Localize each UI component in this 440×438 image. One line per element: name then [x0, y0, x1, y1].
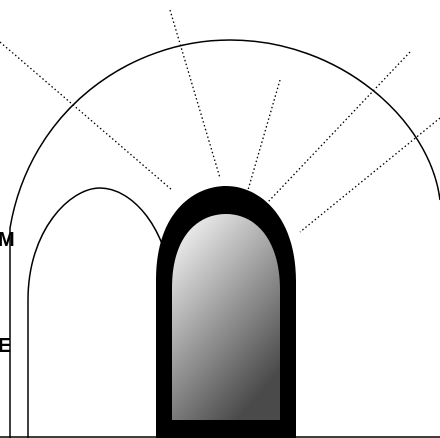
ray-2	[170, 10, 220, 178]
ray-3	[248, 80, 280, 190]
ray-4	[268, 52, 410, 202]
ray-1	[0, 42, 172, 190]
edge-letter-top: M	[0, 230, 15, 250]
gradient-arch-opening	[172, 214, 280, 420]
left-arch	[28, 188, 172, 438]
edge-letter-bottom: E	[0, 336, 11, 356]
ray-5	[300, 118, 440, 232]
